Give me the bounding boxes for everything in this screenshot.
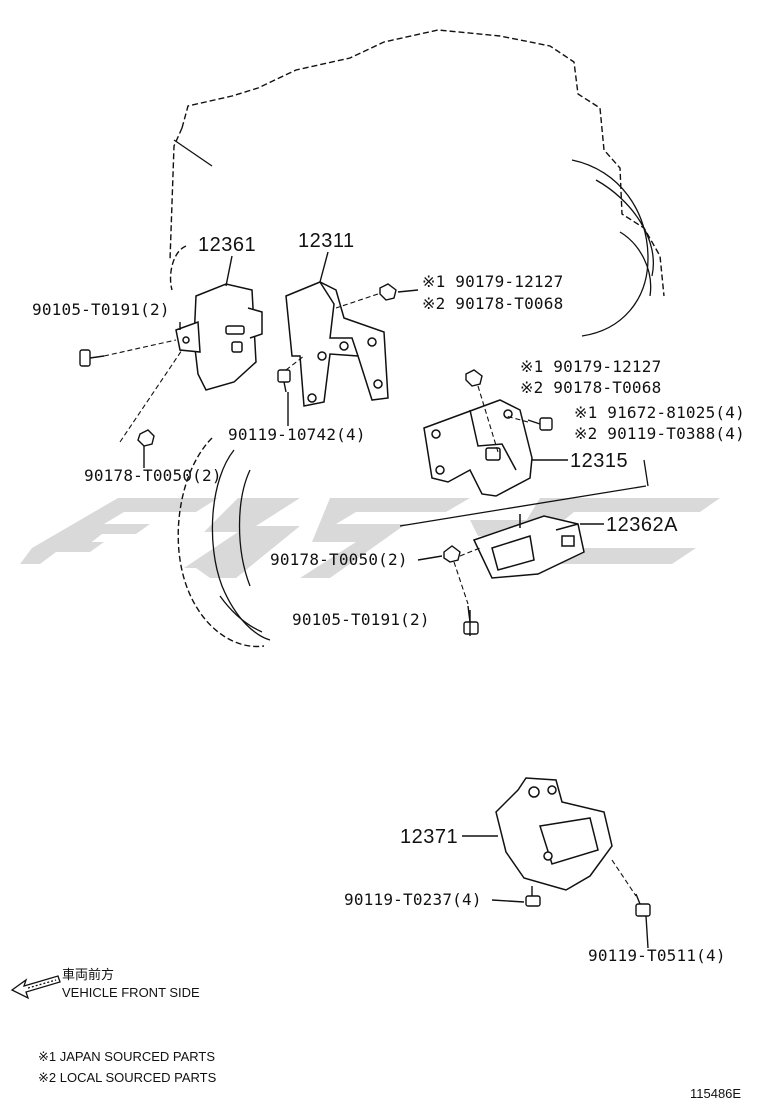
engine-outline	[169, 29, 665, 648]
note-japan-sourced: ※1 JAPAN SOURCED PARTS	[38, 1049, 216, 1064]
label-12311: 12311	[298, 230, 355, 252]
bolt-icon	[527, 417, 553, 431]
front-direction-arrow-icon	[10, 975, 61, 1000]
bolt-icon	[277, 369, 291, 393]
label-bolt-90105-right: 90105-T0191(2)	[292, 610, 430, 629]
brand-watermark	[20, 498, 720, 578]
nut-icon	[465, 369, 483, 387]
bolt-icon	[635, 893, 651, 917]
label-nut-alt2-mid: ※2 90178-T0068	[520, 378, 662, 397]
label-bolt-90119-T0237: 90119-T0237(4)	[344, 890, 482, 909]
part-12362A	[472, 514, 585, 579]
label-nut-alt2-top: ※2 90178-T0068	[422, 294, 564, 313]
part-12311	[285, 281, 389, 407]
nut-icon	[379, 283, 397, 301]
engine-lines	[173, 139, 654, 641]
bolt-icon	[79, 349, 105, 367]
bolt-icon	[463, 605, 479, 635]
part-12371	[495, 777, 613, 891]
label-12371: 12371	[400, 826, 459, 848]
label-nut-90178-right: 90178-T0050(2)	[270, 550, 408, 569]
label-bolt-90119-T0511: 90119-T0511(4)	[588, 946, 726, 965]
fasteners	[79, 283, 651, 917]
nut-icon	[137, 429, 155, 447]
figure-reference: 115486E	[690, 1086, 742, 1101]
label-nut-alt1-top: ※1 90179-12127	[422, 272, 564, 291]
leader-lines	[143, 251, 649, 949]
direction-label-jp: 車両前方	[62, 967, 115, 982]
label-12315: 12315	[570, 450, 629, 472]
label-bolt-90119-10742: 90119-10742(4)	[228, 425, 366, 444]
direction-label-en: VEHICLE FRONT SIDE	[62, 985, 200, 1000]
bolt-icon	[525, 886, 541, 907]
part-12315	[423, 399, 533, 497]
label-bolt-alt1: ※1 91672-81025(4)	[574, 403, 745, 422]
label-nut-90178-left: 90178-T0050(2)	[84, 466, 222, 485]
installation-lines	[103, 293, 637, 897]
label-12362A: 12362A	[606, 514, 678, 536]
label-bolt-alt2: ※2 90119-T0388(4)	[574, 424, 745, 443]
label-nut-alt1-mid: ※1 90179-12127	[520, 357, 662, 376]
label-12361: 12361	[198, 234, 257, 256]
nut-icon	[443, 545, 461, 563]
part-12361	[175, 283, 263, 391]
note-local-sourced: ※2 LOCAL SOURCED PARTS	[38, 1070, 217, 1085]
label-bolt-90105-left: 90105-T0191(2)	[32, 300, 170, 319]
